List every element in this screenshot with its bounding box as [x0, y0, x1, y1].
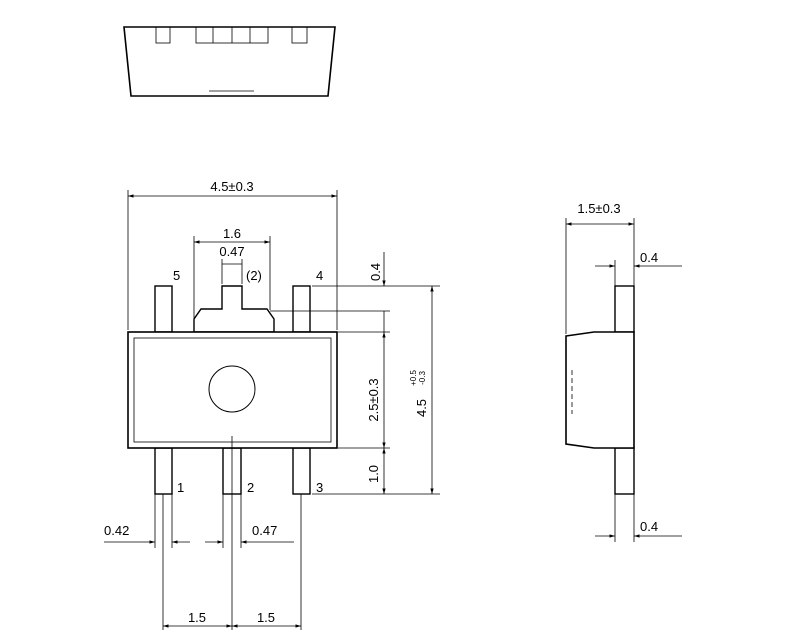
lead-4 — [292, 285, 311, 333]
dim-side-thickness: 1.5±0.3 — [577, 201, 620, 216]
dim-overall-width: 4.5±0.3 — [210, 179, 253, 194]
dim-tab-neck: 0.47 — [219, 244, 244, 259]
dim-overall-height-tol-minus: -0.3 — [418, 371, 427, 385]
dim-lead-length: 1.0 — [366, 465, 381, 483]
dim-tab-width: 1.6 — [223, 226, 241, 241]
dim-tab-height: 0.4 — [368, 263, 383, 281]
dim-side-lead-bottom: 0.4 — [640, 519, 658, 534]
dim-body-height: 2.5±0.3 — [366, 378, 381, 421]
lead-1 — [154, 447, 173, 495]
side-lead-top — [614, 285, 635, 333]
dim-side-lead-top: 0.4 — [640, 250, 658, 265]
dim-pitch-right: 1.5 — [257, 610, 275, 625]
tab-pin-label: (2) — [246, 268, 262, 283]
dim-pitch-left: 1.5 — [188, 610, 206, 625]
pin-label-2: 2 — [247, 480, 254, 495]
pin-label-1: 1 — [177, 480, 184, 495]
side-view: 1.5±0.3 0.4 0.4 — [565, 201, 682, 542]
lead-5 — [154, 285, 173, 333]
dim-overall-height: 4.5 — [414, 399, 429, 417]
package-body — [127, 331, 338, 449]
lead-3 — [292, 447, 311, 495]
side-lead-bottom — [614, 447, 635, 495]
front-view: 5 4 1 2 3 4.5±0.3 1.6 0.47 (2) 0.4 2.5±0… — [104, 179, 440, 630]
pin-label-4: 4 — [316, 268, 323, 283]
tab — [193, 285, 275, 333]
dim-lead-width-center: 0.47 — [252, 523, 277, 538]
top-view — [123, 26, 336, 97]
pin-label-5: 5 — [173, 268, 180, 283]
dim-overall-height-tol-plus: +0.5 — [409, 370, 418, 386]
dim-lead-width-outer: 0.42 — [104, 523, 129, 538]
ejector-pin-mark — [208, 365, 256, 413]
side-body — [565, 331, 635, 449]
pin-label-3: 3 — [316, 480, 323, 495]
